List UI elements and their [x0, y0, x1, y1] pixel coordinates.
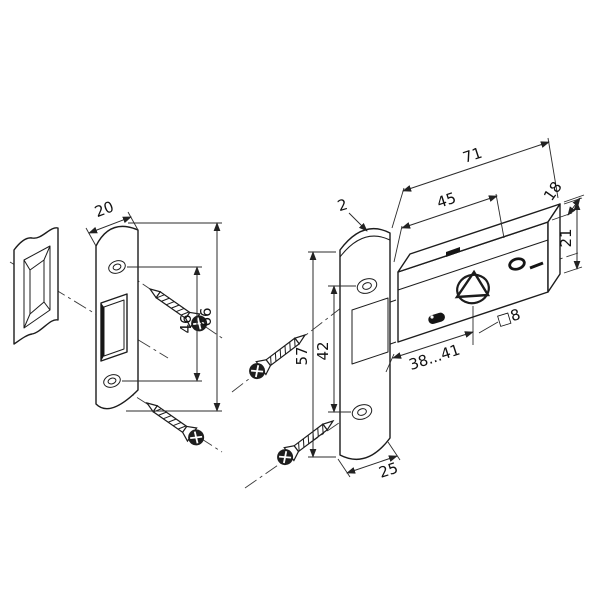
faceplate-height-label: 57	[293, 346, 311, 365]
latch-assembly: 2 71 45 18 21	[231, 137, 585, 489]
backset-label: 38...41	[407, 341, 462, 374]
dimension-faceplate-height: 57	[293, 251, 336, 458]
latch-case	[397, 203, 561, 343]
strike-hole-bottom	[103, 374, 121, 388]
latch-screw-bottom	[272, 413, 339, 470]
case-seam-line	[397, 239, 549, 291]
plunger-hole	[428, 312, 445, 325]
faceplate-bolt-aperture	[351, 297, 389, 365]
inner-length-label: 45	[435, 189, 459, 212]
case-top-tab	[446, 247, 460, 257]
case-end-hole	[508, 257, 544, 271]
faceplate-thickness-label: 2	[335, 195, 349, 215]
faceplate-hole-top	[356, 278, 378, 294]
dimension-inner-length: 45	[393, 189, 505, 263]
dimension-faceplate-width: 25	[337, 441, 401, 482]
dimension-strike-hole-spacing: 46	[122, 266, 202, 382]
strike-height-label: 66	[197, 307, 215, 326]
strike-width-label: 20	[92, 198, 116, 222]
dimension-total-length: 71	[391, 137, 559, 229]
faceplate-hole-bottom	[351, 404, 373, 420]
case-depth-label: 18	[540, 178, 566, 204]
follower-triangle	[454, 269, 491, 299]
strike-hole-spacing-label: 46	[177, 314, 195, 333]
total-length-label: 71	[461, 144, 485, 167]
strike-plate	[95, 225, 139, 410]
spindle-follower	[454, 269, 491, 305]
strike-hole-top	[108, 260, 126, 274]
case-height-label: 21	[557, 228, 575, 247]
faceplate-width-label: 25	[377, 459, 401, 482]
strike-cutout	[100, 293, 128, 362]
strike-screw-bottom	[141, 395, 209, 450]
dimension-faceplate-hole-spacing: 42	[314, 285, 356, 413]
faceplate-hole-spacing-label: 42	[314, 341, 332, 360]
dust-box	[13, 227, 59, 345]
dimension-strike-height: 66	[126, 222, 222, 412]
latch-faceplate	[339, 228, 391, 460]
dimension-case-height: 21	[557, 197, 583, 274]
strike-assembly: 20 46 66	[9, 198, 226, 453]
dimension-strike-width: 20	[85, 198, 139, 247]
dimension-faceplate-thickness: 2	[335, 195, 368, 232]
faceplate-thickness-edge	[339, 235, 391, 258]
